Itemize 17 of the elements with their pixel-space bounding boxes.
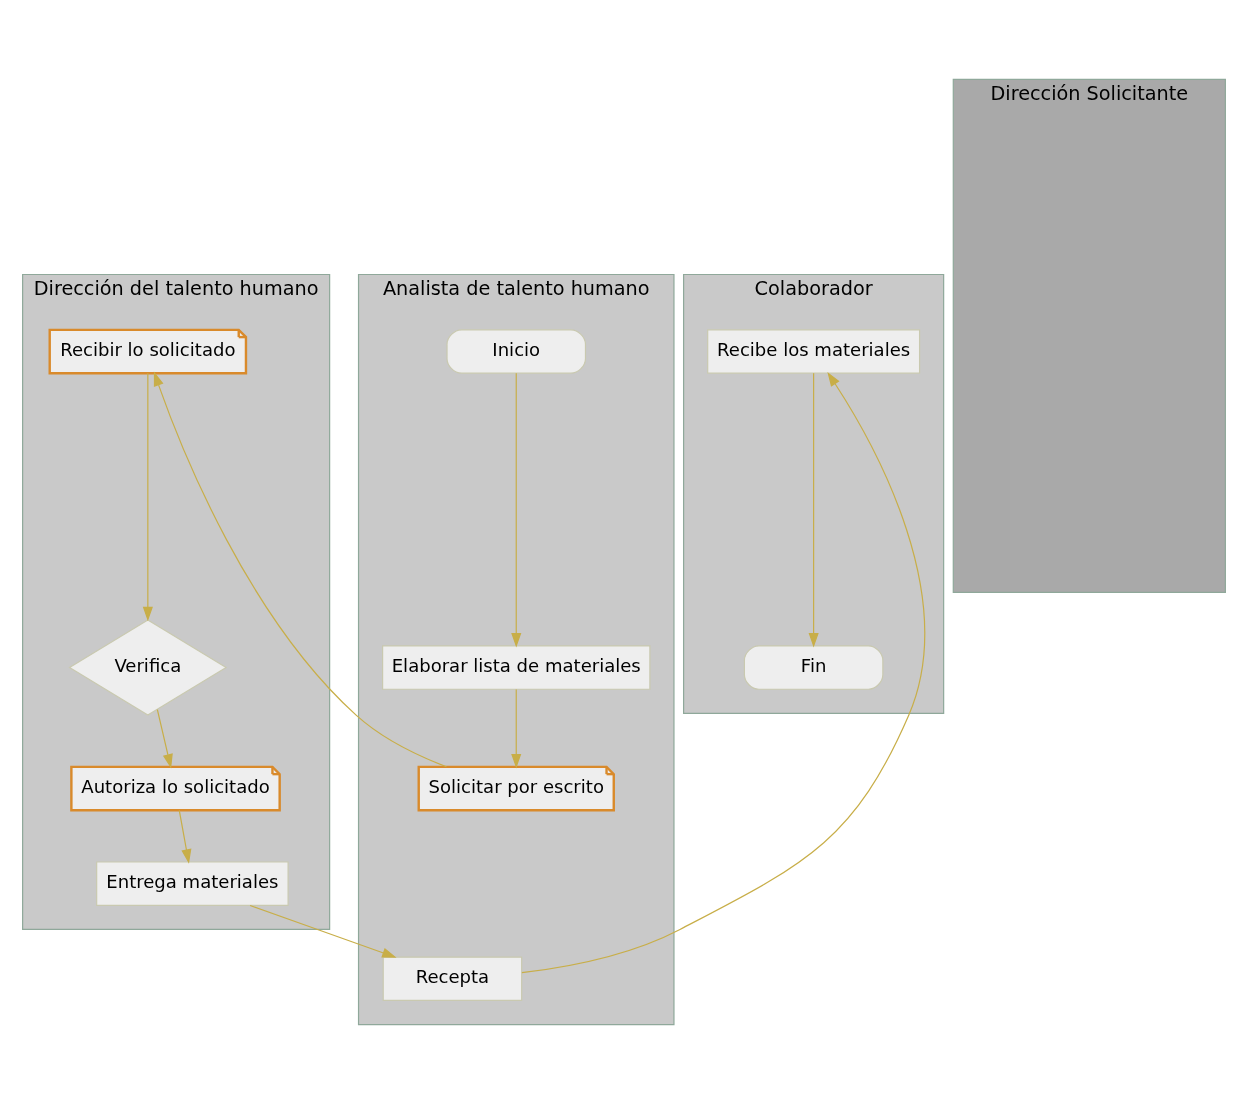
arrow bbox=[156, 709, 173, 769]
node-box: Recepta bbox=[382, 956, 523, 1002]
arrow bbox=[142, 372, 153, 622]
arrow bbox=[178, 809, 192, 864]
node-box: Recibe los materiales bbox=[707, 329, 921, 374]
node-diamond: Verifica bbox=[68, 619, 228, 716]
node-box: Dirección Solicitante bbox=[952, 78, 1226, 593]
arrow bbox=[521, 372, 926, 974]
arrow bbox=[511, 372, 522, 648]
node-box: Inicio bbox=[446, 329, 587, 374]
node-box: Entrega materiales bbox=[96, 861, 289, 906]
arrow bbox=[153, 371, 448, 768]
node-box: Elaborar lista de materiales bbox=[382, 645, 651, 690]
arrow bbox=[511, 688, 522, 769]
arrow bbox=[808, 372, 819, 648]
node-box: Fin bbox=[743, 645, 884, 690]
arrow bbox=[249, 904, 397, 958]
